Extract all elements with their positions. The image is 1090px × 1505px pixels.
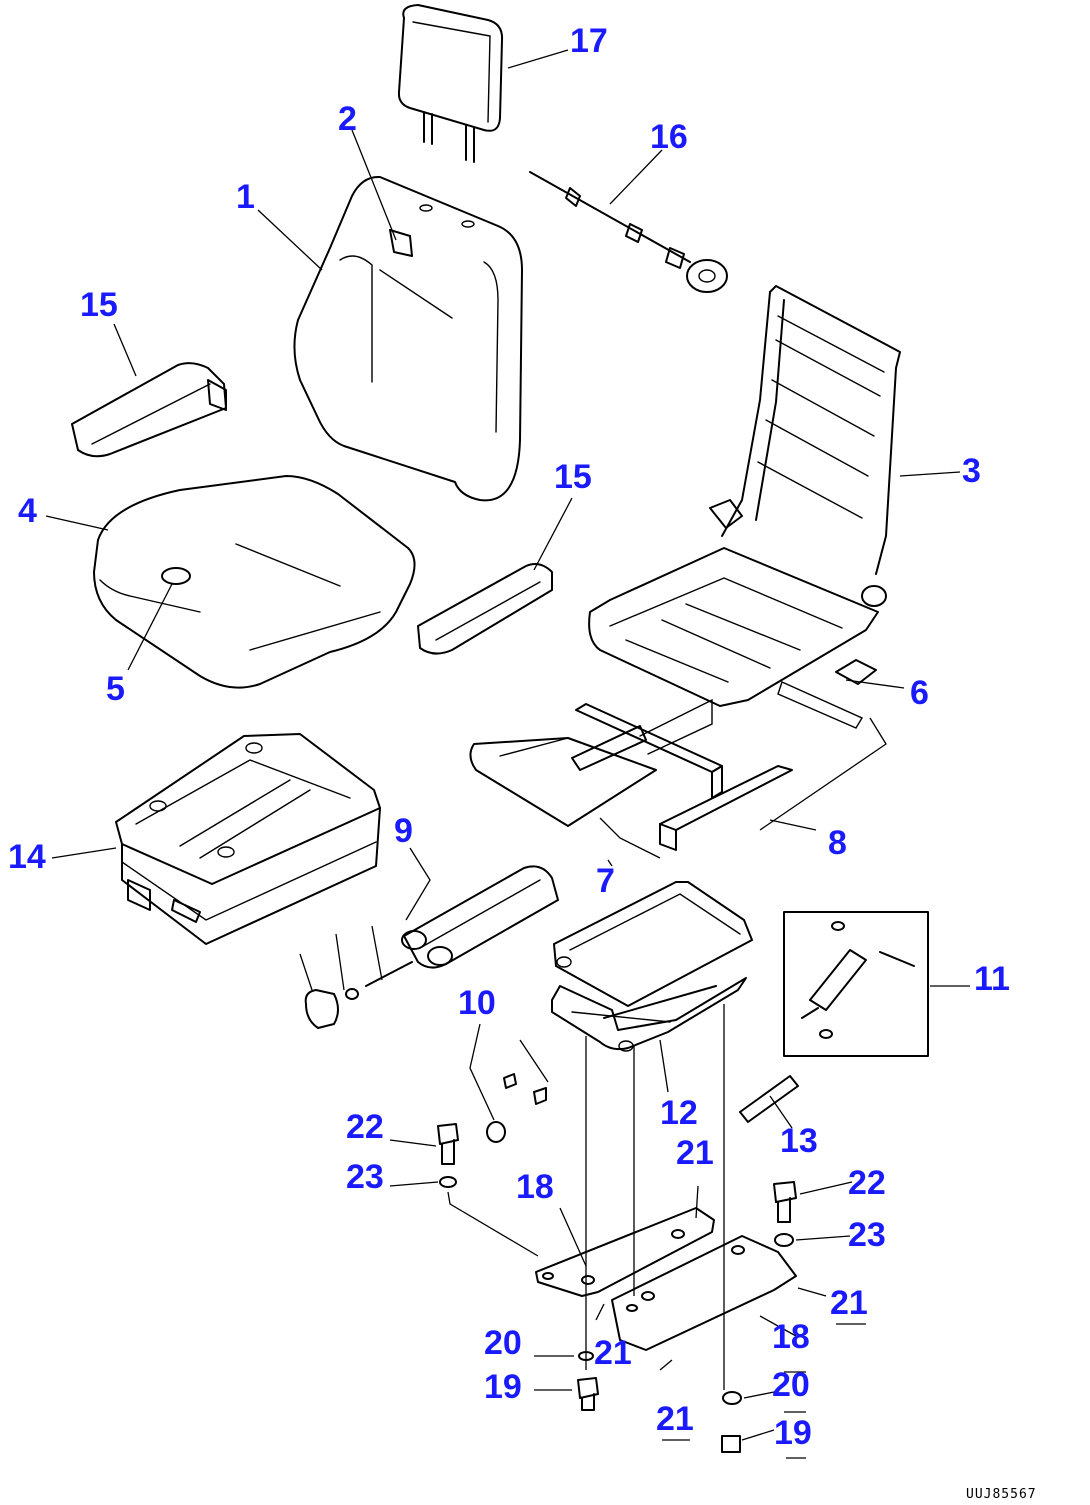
callout-19-right: 19 — [774, 1414, 812, 1452]
leader-lines — [45, 49, 970, 1459]
callout-14: 14 — [8, 838, 46, 876]
callout-23-right: 23 — [848, 1216, 886, 1254]
callout-16: 16 — [650, 118, 688, 156]
part-suspension-mechanism — [551, 881, 753, 1052]
callout-22-right: 22 — [848, 1164, 886, 1202]
callout-3: 3 — [962, 452, 981, 490]
part-lumbar-knob — [529, 171, 728, 293]
part-seat-frame — [588, 285, 901, 707]
part-slide-plate — [469, 725, 657, 827]
callout-15-upper: 15 — [80, 286, 118, 324]
callout-6: 6 — [910, 674, 929, 712]
callout-11: 11 — [974, 960, 1010, 998]
callout-10: 10 — [458, 984, 496, 1022]
part-washer-left — [439, 1176, 457, 1188]
callout-15-lower: 15 — [554, 458, 592, 496]
part-clip — [739, 1075, 799, 1123]
part-armrest-right — [417, 563, 553, 655]
part-shock-absorber — [783, 911, 929, 1057]
callout-20-left: 20 — [484, 1324, 522, 1362]
part-armrest-left — [71, 362, 227, 458]
callout-labels: 17 2 16 1 15 3 15 4 5 6 9 8 14 7 11 10 1… — [8, 22, 1010, 1452]
callout-13: 13 — [780, 1122, 818, 1160]
part-bolt-right — [773, 1181, 797, 1223]
callout-21-right: 21 — [830, 1284, 868, 1322]
callout-4: 4 — [18, 492, 37, 530]
part-pins — [486, 1073, 547, 1143]
callout-18-lower: 18 — [772, 1318, 810, 1356]
part-bolt-lower-left — [577, 1377, 599, 1411]
part-suspension — [115, 733, 381, 945]
callout-17: 17 — [570, 22, 608, 60]
callout-1: 1 — [236, 178, 255, 216]
part-cylinder-set — [304, 865, 559, 1029]
part-nut-lower-right — [721, 1391, 742, 1453]
part-seat-back — [293, 175, 523, 502]
callout-23-left: 23 — [346, 1158, 384, 1196]
part-seat-cushion — [93, 475, 416, 689]
callout-22-left: 22 — [346, 1108, 384, 1146]
part-mounting-plate-lower — [611, 1235, 797, 1351]
callout-21-top: 21 — [676, 1134, 714, 1172]
part-slide-rails — [575, 681, 864, 851]
callout-9: 9 — [394, 812, 413, 850]
callout-8: 8 — [828, 824, 847, 862]
callout-19-left: 19 — [484, 1368, 522, 1406]
drawing-code: UUJ85567 — [966, 1487, 1037, 1502]
callout-20-right: 20 — [772, 1366, 810, 1404]
callout-5: 5 — [106, 670, 125, 708]
callout-21-middle: 21 — [594, 1334, 632, 1372]
callout-18-upper: 18 — [516, 1168, 554, 1206]
part-bracket — [835, 659, 877, 685]
callout-7: 7 — [596, 862, 615, 900]
callout-12: 12 — [660, 1094, 698, 1132]
callout-21-bottom: 21 — [656, 1400, 694, 1438]
callout-2: 2 — [338, 100, 357, 138]
part-washer-right — [774, 1233, 794, 1247]
part-headrest — [397, 4, 504, 163]
part-bolt-left — [437, 1123, 459, 1165]
part-mounting-plate-upper — [535, 1207, 715, 1297]
